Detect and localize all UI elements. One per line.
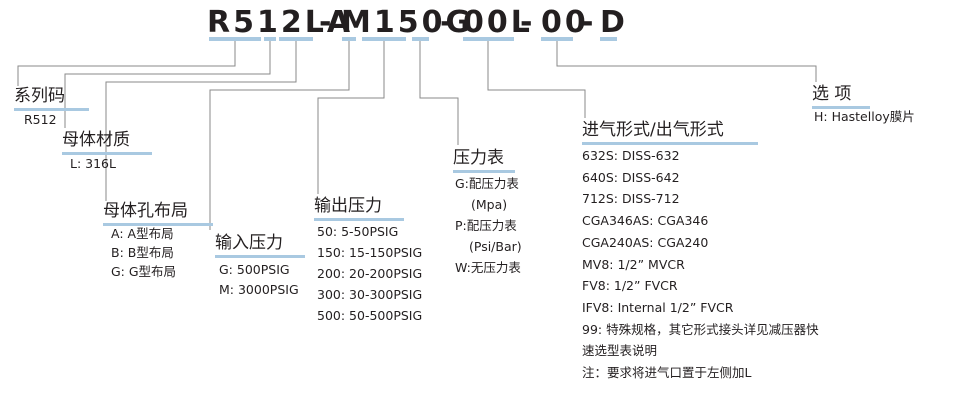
segment-bar-material — [264, 37, 276, 41]
code-option-blank: 00 — [541, 5, 589, 40]
outlet-pressure-options: 50: 5-50PSIG 150: 15-150PSIG 200: 20-200… — [317, 221, 422, 326]
segment-bar-gauge — [412, 37, 429, 41]
category-underline — [215, 255, 305, 258]
option-line: 200: 20-200PSIG — [317, 266, 423, 281]
category-hole-layout: 母体孔布局 — [103, 200, 213, 226]
category-title-outlet-pressure: 输出压力 — [314, 196, 382, 216]
option-line: (Mpa) — [471, 197, 508, 212]
category-title-inlet-pressure: 输入压力 — [215, 233, 283, 253]
gauge-options: G:配压力表 (Mpa) P:配压力表 (Psi/Bar) W:无压力表 — [455, 173, 522, 278]
code-dash: - — [319, 5, 335, 40]
connector-inlet — [209, 41, 350, 230]
option-line: FV8: 1/2” FVCR — [582, 278, 678, 294]
connector-outlet — [317, 41, 385, 194]
option-line: 速选型表说明 — [582, 343, 658, 359]
option-line: (Psi/Bar) — [469, 239, 522, 254]
code-dash: - — [520, 5, 536, 40]
code-option: D — [600, 5, 628, 40]
option-line: 300: 30-300PSIG — [317, 287, 423, 302]
connector-material — [64, 41, 271, 128]
code-dash: - — [581, 5, 597, 40]
connection-options: 632S: DISS-632 640S: DISS-642 712S: DISS… — [582, 145, 819, 384]
option-line: MV8: 1/2” MVCR — [582, 256, 685, 272]
series-options: R512 — [24, 111, 57, 128]
category-underline — [103, 223, 213, 226]
body-material-options: L: 316L — [70, 155, 116, 172]
option-line: 注：要求将进气口置于左侧加L — [582, 365, 752, 381]
option-line: M: 3000PSIG — [219, 282, 299, 297]
code-connection: 00L — [463, 5, 533, 40]
option-line: IFV8: Internal 1/2” FVCR — [582, 299, 734, 315]
code-pressure-gauge: M150G — [341, 5, 474, 40]
option-line: CGA346AS: CGA346 — [582, 213, 709, 229]
segment-bar-layout — [279, 37, 313, 41]
option-line: W:无压力表 — [455, 260, 521, 275]
category-title-connection: 进气形式/出气形式 — [582, 120, 724, 140]
category-underline — [812, 106, 870, 109]
option-line: 500: 50-500PSIG — [317, 308, 423, 323]
category-option: 选 项 — [812, 83, 870, 109]
segment-bar-series — [209, 37, 261, 41]
connector-gauge — [419, 41, 459, 145]
category-body-material: 母体材质 — [62, 129, 152, 155]
option-line: A: A型布局 — [111, 226, 174, 241]
inlet-pressure-options: G: 500PSIG M: 3000PSIG — [219, 260, 299, 300]
option-options: H: Hastelloy膜片 — [814, 108, 915, 125]
category-title-series: 系列码 — [14, 86, 65, 106]
segment-bar-inlet — [342, 37, 356, 41]
code-series-body-layout: R512LA — [207, 5, 354, 40]
category-title-hole-layout: 母体孔布局 — [103, 201, 188, 221]
category-gauge: 压力表 — [453, 147, 515, 173]
option-line: P:配压力表 — [455, 218, 517, 233]
segment-bar-option — [600, 37, 617, 41]
category-series: 系列码 — [14, 85, 89, 111]
option-line: G: G型布局 — [111, 264, 177, 279]
segment-bar-blank — [541, 37, 573, 41]
category-outlet-pressure: 输出压力 — [314, 195, 404, 221]
option-line: R512 — [24, 112, 57, 127]
option-line: CGA240AS: CGA240 — [582, 234, 709, 250]
option-line: 712S: DISS-712 — [582, 191, 680, 207]
category-title-option: 选 项 — [812, 84, 852, 104]
option-line: 50: 5-50PSIG — [317, 224, 399, 239]
segment-bar-connection — [463, 37, 514, 41]
category-underline — [14, 108, 89, 111]
category-connection: 进气形式/出气形式 — [582, 119, 758, 145]
connector-layout — [105, 41, 297, 201]
option-line: L: 316L — [70, 156, 116, 171]
category-underline — [314, 218, 404, 221]
category-title-gauge: 压力表 — [453, 148, 504, 168]
connector-option — [556, 41, 817, 82]
connector-connection — [487, 41, 586, 118]
option-line: 150: 15-150PSIG — [317, 245, 423, 260]
code-dash: - — [440, 5, 456, 40]
option-line: B: B型布局 — [111, 245, 174, 260]
category-title-body-material: 母体材质 — [62, 130, 130, 150]
category-underline — [453, 170, 515, 173]
category-underline — [582, 142, 758, 145]
option-line: G:配压力表 — [455, 176, 519, 191]
option-line: G: 500PSIG — [219, 262, 290, 277]
option-line: 99: 特殊规格，其它形式接头详见减压器快 — [582, 321, 819, 337]
option-line: 632S: DISS-632 — [582, 148, 680, 163]
category-underline — [62, 152, 152, 155]
option-line: H: Hastelloy膜片 — [814, 109, 915, 124]
hole-layout-options: A: A型布局 B: B型布局 G: G型布局 — [111, 224, 176, 281]
segment-bar-outlet — [362, 37, 406, 41]
connector-series — [17, 41, 236, 86]
option-line: 640S: DISS-642 — [582, 169, 680, 185]
category-inlet-pressure: 输入压力 — [215, 232, 305, 258]
